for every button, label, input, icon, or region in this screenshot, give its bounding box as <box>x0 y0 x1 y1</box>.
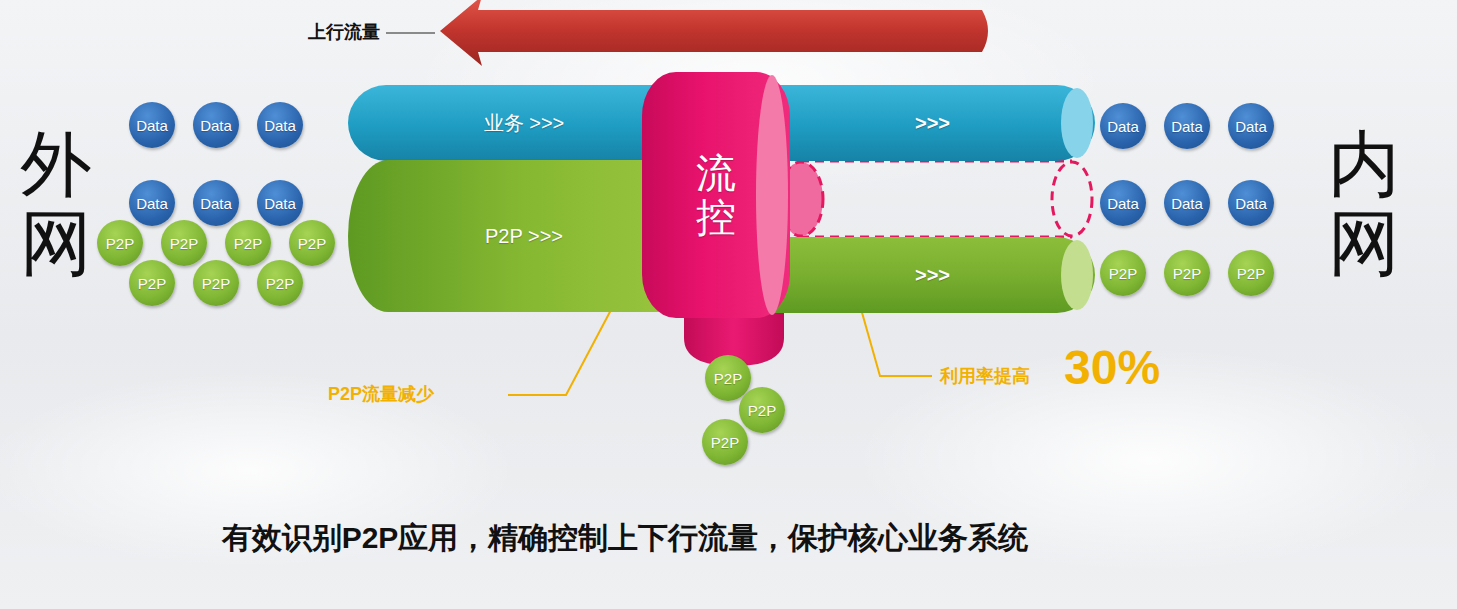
node-text: P2P <box>170 235 198 252</box>
p2p-packet: P2P <box>161 220 207 266</box>
data-packet: Data <box>193 102 239 148</box>
node-text: P2P <box>106 235 134 252</box>
p2p-packet: P2P <box>702 419 748 465</box>
flow-control-ring: 流控 <box>642 72 790 318</box>
node-text: Data <box>1235 118 1267 135</box>
p2p-packet: P2P <box>1228 250 1274 296</box>
node-text: Data <box>1235 195 1267 212</box>
data-packet: Data <box>129 102 175 148</box>
node-text: P2P <box>234 235 262 252</box>
p2p-packet: P2P <box>739 387 785 433</box>
p2p-packet: P2P <box>129 260 175 306</box>
caption: 有效识别P2P应用，精确控制上下行流量，保护核心业务系统 <box>222 518 1029 559</box>
callout-text: 利用率提高 <box>940 364 1030 388</box>
pipe-end-cap <box>1061 240 1093 310</box>
flow-direction-label: 上行流量 <box>308 20 380 44</box>
node-text: P2P >>> <box>485 225 563 248</box>
data-packet: Data <box>1100 103 1146 149</box>
data-packet: Data <box>1228 103 1274 149</box>
node-text: P2P <box>1173 265 1201 282</box>
node-text: 流控 <box>696 151 736 239</box>
node-text: Data <box>264 195 296 212</box>
network-side-label: 外网 <box>20 125 92 283</box>
data-packet: Data <box>129 180 175 226</box>
upstream-arrow <box>440 0 988 66</box>
data-packet: Data <box>1164 103 1210 149</box>
p2p-packet: P2P <box>1164 250 1210 296</box>
data-packet: Data <box>257 180 303 226</box>
node-text: P2P <box>748 402 776 419</box>
network-side-label: 内网 <box>1328 125 1400 283</box>
node-text: Data <box>1107 195 1139 212</box>
data-packet: Data <box>193 180 239 226</box>
p2p-packet: P2P <box>193 260 239 306</box>
pipe-end-cap <box>1061 88 1093 158</box>
node-text: P2P <box>1237 265 1265 282</box>
node-text: P2P <box>711 434 739 451</box>
p2p-packet: P2P <box>289 220 335 266</box>
node-text: Data <box>264 117 296 134</box>
p2p-packet: P2P <box>97 220 143 266</box>
callout-number: 30% <box>1064 340 1160 395</box>
node-text: Data <box>136 117 168 134</box>
node-text: P2P <box>266 275 294 292</box>
freed-pipe-end <box>1052 162 1092 236</box>
pipe-end-cap <box>756 75 788 315</box>
data-packet: Data <box>1164 180 1210 226</box>
node-text: P2P <box>138 275 166 292</box>
node-text: Data <box>200 117 232 134</box>
node-text: P2P <box>298 235 326 252</box>
node-text: Data <box>1171 195 1203 212</box>
node-text: Data <box>1171 118 1203 135</box>
node-text: P2P <box>714 370 742 387</box>
data-packet: Data <box>257 102 303 148</box>
node-text: Data <box>1107 118 1139 135</box>
data-packet: Data <box>1228 180 1274 226</box>
service-pipe: >>> <box>770 85 1095 161</box>
p2p-packet: P2P <box>1100 250 1146 296</box>
p2p-packet: P2P <box>257 260 303 306</box>
callout-text: P2P流量减少 <box>328 382 434 406</box>
p2p-packet: P2P <box>225 220 271 266</box>
leader-line <box>508 308 612 395</box>
data-packet: Data <box>1100 180 1146 226</box>
node-text: P2P <box>202 275 230 292</box>
leader-line <box>386 32 435 33</box>
node-text: >>> <box>915 264 950 287</box>
p2p-pipe: >>> <box>770 237 1095 313</box>
node-text: Data <box>136 195 168 212</box>
node-text: >>> <box>915 112 950 135</box>
node-text: 业务 >>> <box>484 110 565 137</box>
node-text: Data <box>200 195 232 212</box>
node-text: P2P <box>1109 265 1137 282</box>
